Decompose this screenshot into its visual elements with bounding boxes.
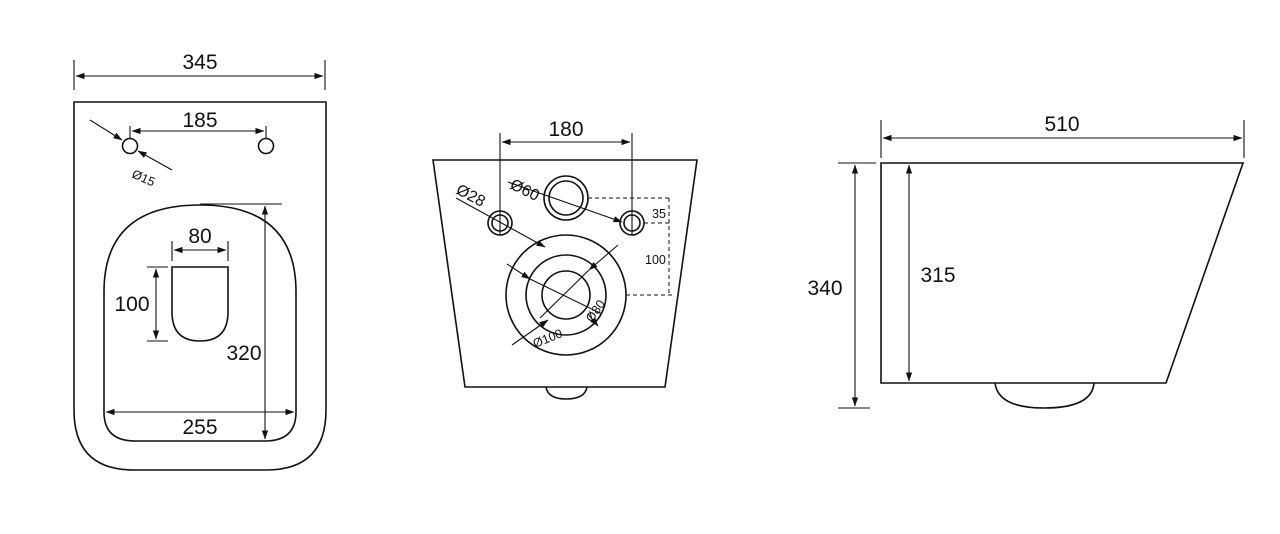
rear-view: 180 Ø28 Ø60 35 100 Ø100 Ø80 bbox=[432, 118, 698, 400]
rear-foot bbox=[545, 386, 588, 400]
dim-bowl-width: 255 bbox=[182, 416, 217, 439]
flush-opening bbox=[171, 266, 229, 342]
outlet-mid bbox=[525, 254, 607, 336]
dim-bowl-length: 320 bbox=[226, 342, 261, 365]
leader-outlet-low bbox=[511, 319, 549, 346]
dim-outlet-offset: 100 bbox=[645, 253, 666, 267]
inlet-inner bbox=[548, 180, 584, 216]
leader-hole-upper bbox=[89, 119, 123, 141]
side-view-outline bbox=[880, 162, 1245, 384]
dim-opening-depth: 100 bbox=[114, 293, 149, 316]
inlet-outer bbox=[543, 175, 589, 221]
bowl-outline bbox=[103, 204, 297, 442]
leader-bolt-hole bbox=[455, 197, 546, 248]
side-view: 510 340 315 bbox=[807, 113, 1245, 409]
leader-outlet-inner-2 bbox=[539, 269, 590, 319]
dim-length: 510 bbox=[1044, 113, 1079, 136]
dim-inlet-diameter: Ø60 bbox=[507, 176, 542, 205]
dim-overall-height: 340 bbox=[807, 277, 842, 300]
dim-inlet-offset: 35 bbox=[652, 207, 666, 221]
side-foot bbox=[994, 382, 1095, 409]
leader-outlet-inner-3 bbox=[587, 313, 599, 327]
leader-outlet-outer-2 bbox=[529, 278, 603, 315]
leader-inlet bbox=[507, 181, 623, 223]
seat-hole-right bbox=[257, 137, 275, 155]
dim-outlet-outer-diameter: Ø100 bbox=[531, 326, 565, 350]
dim-outlet-inner-diameter: Ø80 bbox=[583, 297, 608, 324]
dim-hole-spacing: 185 bbox=[182, 109, 217, 132]
leader-outlet-outer bbox=[506, 263, 531, 280]
dim-overall-width: 345 bbox=[182, 51, 217, 74]
top-view-outline bbox=[73, 101, 327, 471]
top-view: 345 185 Ø15 80 100 320 255 bbox=[73, 51, 327, 471]
rear-view-outline bbox=[432, 159, 698, 388]
dim-hole-diameter: Ø15 bbox=[130, 167, 157, 189]
leader-outlet-inner bbox=[588, 244, 619, 271]
outlet-inner bbox=[541, 270, 591, 320]
seat-hole-left bbox=[121, 137, 139, 155]
dim-bolt-spacing: 180 bbox=[548, 118, 583, 141]
dim-body-height: 315 bbox=[920, 264, 955, 287]
leader-hole-lower bbox=[137, 150, 173, 171]
dim-opening-width: 80 bbox=[188, 225, 211, 248]
